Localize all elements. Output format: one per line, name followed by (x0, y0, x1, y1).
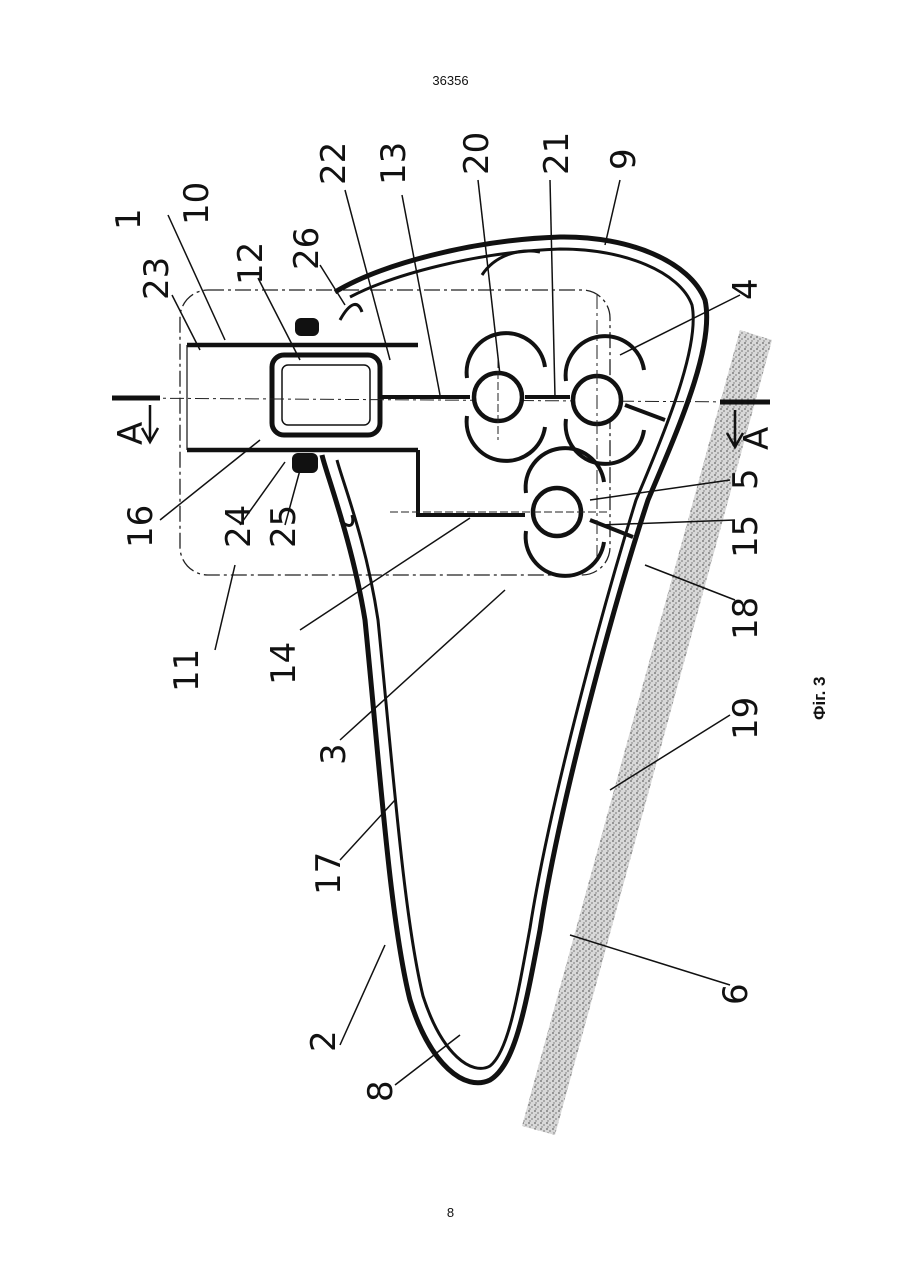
label-9: 9 (604, 148, 644, 170)
label-12: 12 (231, 242, 271, 285)
rod-to-wall (625, 405, 665, 420)
figure-caption: Фіг. 3 (810, 676, 829, 720)
label-26: 26 (287, 227, 327, 270)
label-25: 25 (264, 505, 304, 548)
label-18: 18 (726, 597, 766, 640)
roller-4-guard-bottom (566, 419, 644, 464)
label-17: 17 (309, 852, 349, 895)
leader-lines (160, 180, 740, 1085)
label-19: 19 (726, 697, 766, 740)
hook-26 (340, 304, 362, 320)
label-1: 1 (109, 208, 149, 230)
label-23: 23 (137, 257, 177, 300)
label-15: 15 (726, 515, 766, 558)
roller-20-guard-top (467, 333, 545, 378)
label-16: 16 (121, 505, 161, 548)
roller-5-guard-top (526, 448, 604, 493)
block-12 (272, 355, 380, 435)
label-22: 22 (314, 142, 354, 185)
label-13: 13 (374, 142, 414, 185)
clamp-bottom (292, 453, 318, 473)
roller-5-guard-bottom (526, 531, 604, 576)
label-2: 2 (304, 1030, 344, 1052)
label-10: 10 (177, 182, 217, 225)
label-3: 3 (314, 743, 354, 765)
section-letter-a-left: A (111, 422, 151, 445)
label-20: 20 (457, 132, 497, 175)
clamp-top (295, 318, 319, 336)
body-inner-contour (337, 249, 693, 1068)
label-6: 6 (716, 983, 756, 1005)
label-21: 21 (537, 132, 577, 175)
section-letter-a-right: A (737, 427, 777, 450)
page-footer-number: 8 (0, 1205, 901, 1220)
roller-4-guard-top (566, 336, 644, 381)
label-11: 11 (167, 649, 207, 692)
label-14: 14 (264, 642, 304, 685)
roller-20-guard-bottom (467, 416, 545, 461)
label-8: 8 (361, 1080, 401, 1102)
label-4: 4 (726, 278, 766, 300)
label-5: 5 (726, 468, 766, 490)
label-24: 24 (219, 505, 259, 548)
